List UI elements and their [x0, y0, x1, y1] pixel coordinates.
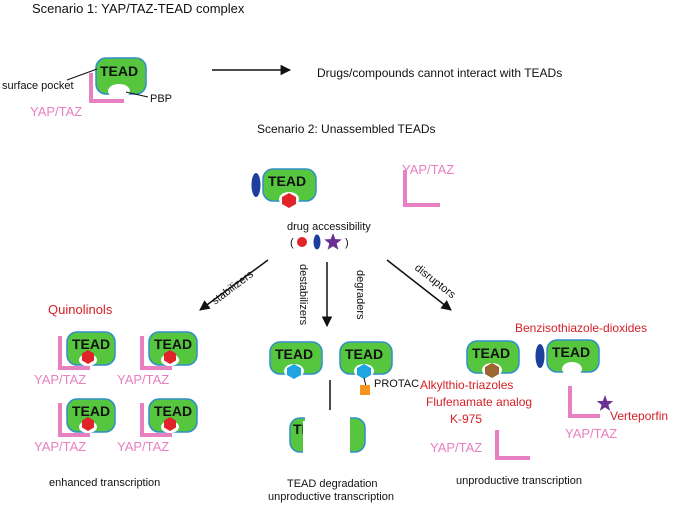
stabilizer-yap-taz-3: YAP/TAZ	[34, 439, 86, 454]
disruptor-tead-label-2: TEAD	[552, 344, 590, 360]
stabilizer-yap-taz-2: YAP/TAZ	[117, 372, 169, 387]
surface-pocket-leader	[66, 68, 98, 81]
scenario1-yap-taz-shape	[89, 73, 124, 103]
scenario2-yap-taz-shape	[403, 170, 440, 207]
destabilizer-tead-protein	[269, 341, 323, 379]
stabilizer-tead-label-3: TEAD	[72, 403, 110, 419]
benzisothiazole-dioxides-label: Benzisothiazole-dioxides	[515, 321, 647, 335]
stabilizers-label: stabilizers	[210, 268, 257, 307]
unproductive-transcription-right: unproductive transcription	[456, 475, 582, 487]
paren-close: )	[345, 237, 349, 249]
stabilizers-arrow	[199, 259, 269, 311]
disruptor-yap-taz-shape-1	[568, 386, 600, 418]
destabilizers-label: destabilizers	[297, 264, 309, 326]
disruptor-tead-label-1: TEAD	[472, 345, 510, 361]
scenario1-title: Scenario 1: YAP/TAZ-TEAD complex	[32, 1, 245, 16]
scenario2-tead-protein	[251, 168, 317, 208]
scenario2-title: Scenario 2: Unassembled TEADs	[257, 122, 436, 136]
stabilizer-tead-label-4: TEAD	[154, 403, 192, 419]
scenario1-result: Drugs/compounds cannot interact with TEA…	[317, 66, 562, 80]
disruptor-tead-protein-1	[466, 340, 520, 378]
scenario2-tead-label: TEAD	[268, 173, 306, 189]
alkylthio-triazoles-label: Alkylthio-triazoles	[420, 378, 513, 392]
destabilizer-tead-label: TEAD	[275, 346, 313, 362]
stabilizer-tead-label-2: TEAD	[154, 336, 192, 352]
disruptor-yap-taz-shape-2	[495, 430, 530, 460]
degraders-label: degraders	[354, 270, 366, 320]
surface-pocket-label: surface pocket	[2, 80, 74, 92]
stabilizer-yap-taz-4: YAP/TAZ	[117, 439, 169, 454]
degraded-tead-mask	[303, 421, 345, 457]
stabilizer-tead-label-1: TEAD	[72, 336, 110, 352]
disruptor-yap-taz-label-1: YAP/TAZ	[565, 426, 617, 441]
pbp-label: PBP	[150, 93, 172, 105]
disruptor-yap-taz-label-2: YAP/TAZ	[430, 440, 482, 455]
star-drug-icon	[324, 233, 342, 250]
disruptors-arrow	[386, 259, 452, 311]
paren-open: (	[290, 237, 294, 249]
enhanced-transcription-label: enhanced transcription	[49, 477, 160, 489]
unproductive-transcription-middle: unproductive transcription	[268, 491, 394, 503]
flufenamate-analog-label: Flufenamate analog	[426, 395, 532, 409]
blue-drug-icon	[313, 234, 321, 250]
quinolinols-label: Quinolinols	[48, 302, 113, 317]
scenario1-tead-protein	[95, 57, 147, 98]
scenario1-tead-label: TEAD	[100, 63, 138, 79]
tead-degradation-label: TEAD degradation	[287, 478, 378, 490]
protac-label: PROTAC	[374, 378, 419, 390]
verteporfin-label: Verteporfin	[610, 409, 668, 423]
red-drug-icon	[297, 237, 307, 247]
stabilizer-complex-2	[140, 331, 198, 370]
stabilizer-complex-3	[58, 398, 116, 437]
k975-label: K-975	[450, 412, 482, 426]
disruptors-label: disruptors	[412, 262, 458, 301]
pbp-leader	[125, 91, 149, 98]
stabilizer-yap-taz-1: YAP/TAZ	[34, 372, 86, 387]
degrader-tead-label: TEAD	[345, 346, 383, 362]
scenario1-yap-taz-label: YAP/TAZ	[30, 104, 82, 119]
scenario2-yap-taz-label: YAP/TAZ	[402, 162, 454, 177]
verteporfin-star-icon	[596, 395, 614, 411]
stabilizer-complex-1	[58, 331, 116, 370]
disruptor-tead-protein-2	[535, 339, 600, 376]
stabilizer-complex-4	[140, 398, 198, 437]
degrader-tead-protein	[339, 341, 393, 395]
drug-accessibility-label: drug accessibility	[287, 221, 371, 233]
